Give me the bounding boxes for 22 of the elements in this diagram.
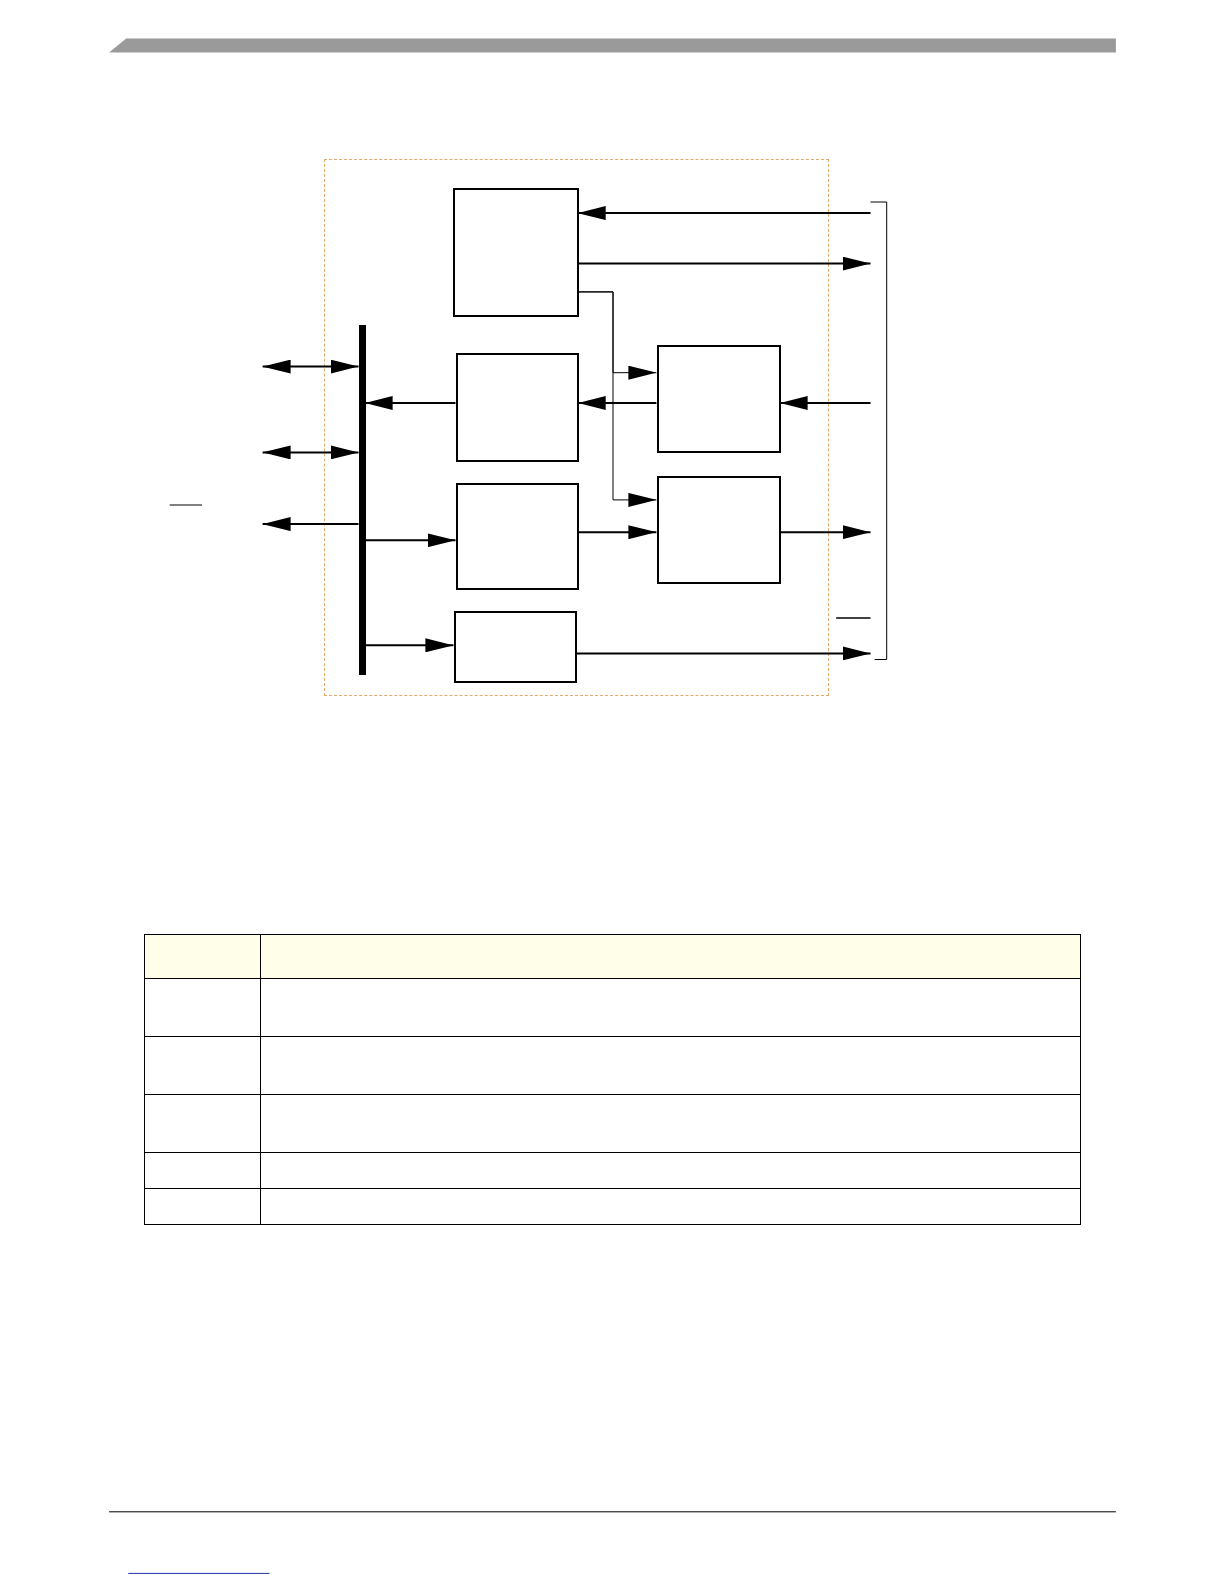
arrow bbox=[576, 256, 872, 271]
arrow bbox=[363, 638, 455, 653]
block bbox=[456, 482, 579, 590]
arrow bbox=[778, 525, 872, 540]
arrow bbox=[576, 206, 872, 221]
arrow bbox=[363, 396, 457, 410]
arrow bbox=[577, 291, 657, 507]
bus-bar bbox=[359, 325, 366, 675]
arrow bbox=[261, 445, 360, 460]
arrow bbox=[778, 396, 872, 410]
dashed-boundary bbox=[324, 158, 830, 696]
arrow bbox=[574, 646, 872, 661]
arrow bbox=[576, 525, 658, 540]
block bbox=[453, 187, 579, 318]
block bbox=[657, 475, 781, 584]
arrow bbox=[363, 533, 457, 548]
block bbox=[657, 345, 781, 454]
arrow bbox=[261, 359, 360, 374]
arrow bbox=[261, 517, 360, 532]
block bbox=[454, 611, 577, 683]
arrow bbox=[576, 396, 658, 410]
block bbox=[456, 353, 579, 462]
